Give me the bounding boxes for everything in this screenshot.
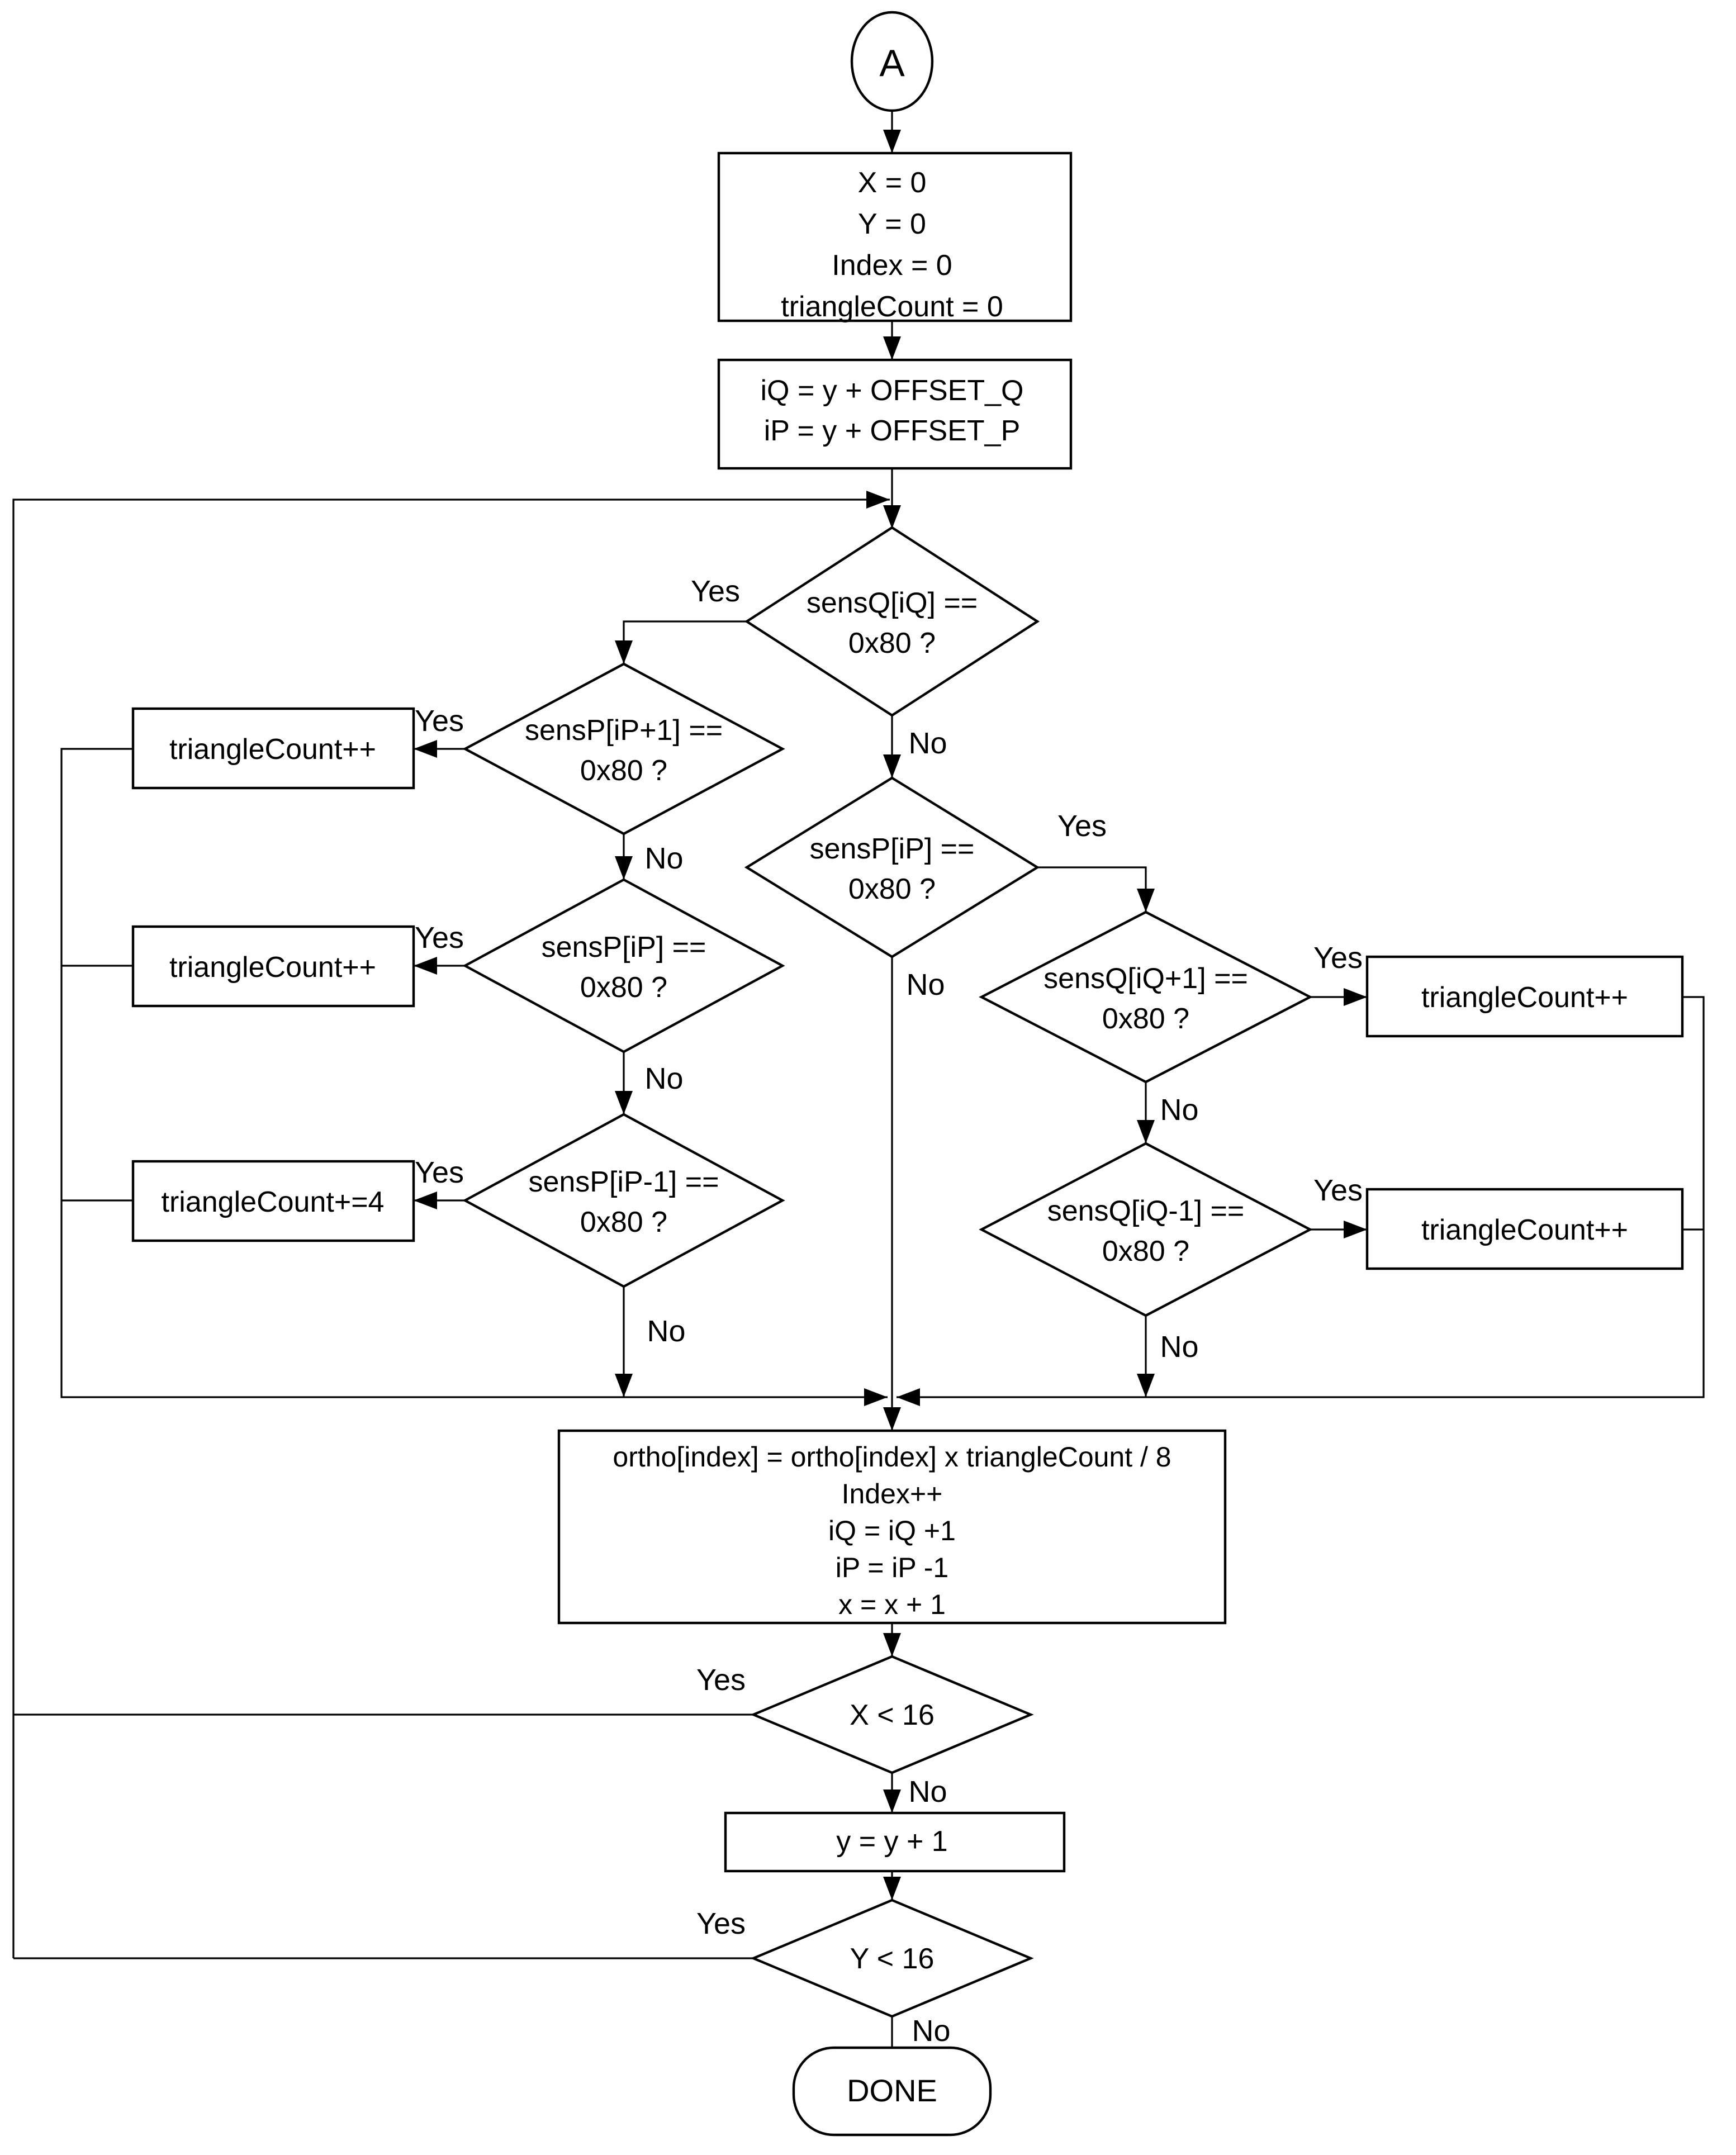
process-inc-left-1-box xyxy=(131,707,415,790)
edge-loop-return-rail xyxy=(12,491,890,1958)
decision-sensp-ip-center-label-1: sensP[iP] == xyxy=(810,833,975,865)
process-inc-right-1-box xyxy=(1365,955,1684,1038)
edge-label-yes-sensp-ip-minus1: Yes xyxy=(415,1156,464,1189)
start-terminator xyxy=(850,11,934,112)
decision-sensp-ip-left xyxy=(462,878,785,1053)
decision-sensq-iq-minus1-label-2: 0x80 ? xyxy=(1102,1235,1189,1268)
init-line-3: Index = 0 xyxy=(832,249,952,282)
process-inc-left-2-label: triangleCount++ xyxy=(169,951,376,984)
start-label: A xyxy=(879,42,905,84)
decision-sensq-iq-minus1-label-1: sensQ[iQ-1] == xyxy=(1047,1195,1245,1227)
decision-sensp-ip-left-label-1: sensP[iP] == xyxy=(542,931,706,963)
decision-sensp-ip-left-label-2: 0x80 ? xyxy=(580,971,667,1004)
edge-right-rail-to-merge xyxy=(897,996,1705,1406)
offsets-line-1: iQ = y + OFFSET_Q xyxy=(761,374,1024,407)
process-init-box xyxy=(717,151,1073,322)
process-inc-right-2-label: triangleCount++ xyxy=(1421,1214,1628,1246)
process-inc-y-box xyxy=(724,1811,1066,1873)
edge-label-no-sensp-ip-plus1: No xyxy=(644,842,683,875)
decision-sensp-ip-plus1-label-1: sensP[iP+1] == xyxy=(525,714,723,747)
decision-sensq-iq-minus1 xyxy=(979,1142,1313,1317)
edge-label-yes-sensq-iq-minus1: Yes xyxy=(1313,1174,1363,1207)
decision-sensp-ip-plus1 xyxy=(462,662,785,836)
process-offsets-box xyxy=(717,358,1073,470)
decision-sensq-iq xyxy=(744,526,1040,717)
edge-label-yes-sensp-ip-left: Yes xyxy=(415,921,464,955)
decision-sensq-iq-plus1-label-2: 0x80 ? xyxy=(1102,1003,1189,1035)
edge-label-no-sensq-iq-minus1: No xyxy=(1160,1330,1198,1364)
update-line-3: iQ = iQ +1 xyxy=(828,1515,956,1546)
decision-x-lt-16-label: X < 16 xyxy=(850,1699,935,1731)
decision-sensq-iq-plus1 xyxy=(979,910,1313,1084)
edge-sensq-iq-yes xyxy=(615,620,747,664)
edge-label-yes-sensq-iq: Yes xyxy=(691,575,740,608)
edge-label-no-sensq-iq: No xyxy=(908,727,947,760)
decision-sensq-iq-label-2: 0x80 ? xyxy=(848,627,936,659)
update-line-2: Index++ xyxy=(842,1478,943,1510)
edge-left-rail-to-merge xyxy=(60,748,888,1406)
update-line-1: ortho[index] = ortho[index] x triangleCo… xyxy=(613,1441,1171,1473)
edge-sensp-ip-center-yes xyxy=(1037,866,1155,912)
init-line-4: triangleCount = 0 xyxy=(781,291,1003,323)
edge-label-yes-y16: Yes xyxy=(696,1907,746,1940)
init-line-1: X = 0 xyxy=(858,167,927,199)
decision-sensp-ip-center-label-2: 0x80 ? xyxy=(848,873,936,905)
process-inc-right-2-box xyxy=(1365,1188,1684,1270)
done-label: DONE xyxy=(847,2073,937,2108)
decision-sensp-ip-center xyxy=(744,776,1040,958)
decision-sensp-ip-minus1-label-1: sensP[iP-1] == xyxy=(528,1166,719,1198)
process-inc-right-1-label: triangleCount++ xyxy=(1421,981,1628,1014)
edge-label-yes-sensq-iq-plus1: Yes xyxy=(1313,941,1363,975)
decision-sensp-ip-plus1-label-2: 0x80 ? xyxy=(580,754,667,787)
process-inc-left-4-box xyxy=(131,1160,415,1242)
edge-label-yes-sensp-ip-plus1: Yes xyxy=(415,704,464,738)
init-line-2: Y = 0 xyxy=(858,208,926,240)
update-line-5: x = x + 1 xyxy=(838,1589,946,1620)
edge-label-no-y16: No xyxy=(912,2014,950,2048)
edge-label-yes-x16: Yes xyxy=(696,1663,746,1697)
decision-x-lt-16 xyxy=(750,1655,1034,1774)
process-inc-left-4-label: triangleCount+=4 xyxy=(162,1186,385,1218)
update-line-4: iP = iP -1 xyxy=(836,1552,948,1583)
process-update-box xyxy=(557,1429,1227,1625)
decision-sensp-ip-minus1-label-2: 0x80 ? xyxy=(580,1206,667,1238)
process-inc-left-1-label: triangleCount++ xyxy=(169,733,376,766)
edge-label-no-sensp-ip-left: No xyxy=(644,1062,683,1095)
decision-sensq-iq-plus1-label-1: sensQ[iQ+1] == xyxy=(1044,962,1248,995)
decision-sensp-ip-minus1 xyxy=(462,1113,785,1288)
decision-y-lt-16-label: Y < 16 xyxy=(850,1943,935,1975)
edge-label-no-sensp-ip-minus1: No xyxy=(647,1314,685,1348)
done-terminator xyxy=(792,2046,992,2137)
process-inc-left-2-box xyxy=(131,925,415,1008)
offsets-line-2: iP = y + OFFSET_P xyxy=(764,415,1021,447)
edge-label-no-sensp-ip-center: No xyxy=(906,968,945,1001)
edge-label-no-sensq-iq-plus1: No xyxy=(1160,1093,1198,1127)
edge-label-yes-sensp-ip-center: Yes xyxy=(1057,809,1107,843)
decision-sensq-iq-label-1: sensQ[iQ] == xyxy=(807,587,978,619)
decision-y-lt-16 xyxy=(750,1898,1034,2018)
edge-label-no-x16: No xyxy=(908,1775,947,1809)
process-inc-y-label: y = y + 1 xyxy=(836,1825,947,1858)
